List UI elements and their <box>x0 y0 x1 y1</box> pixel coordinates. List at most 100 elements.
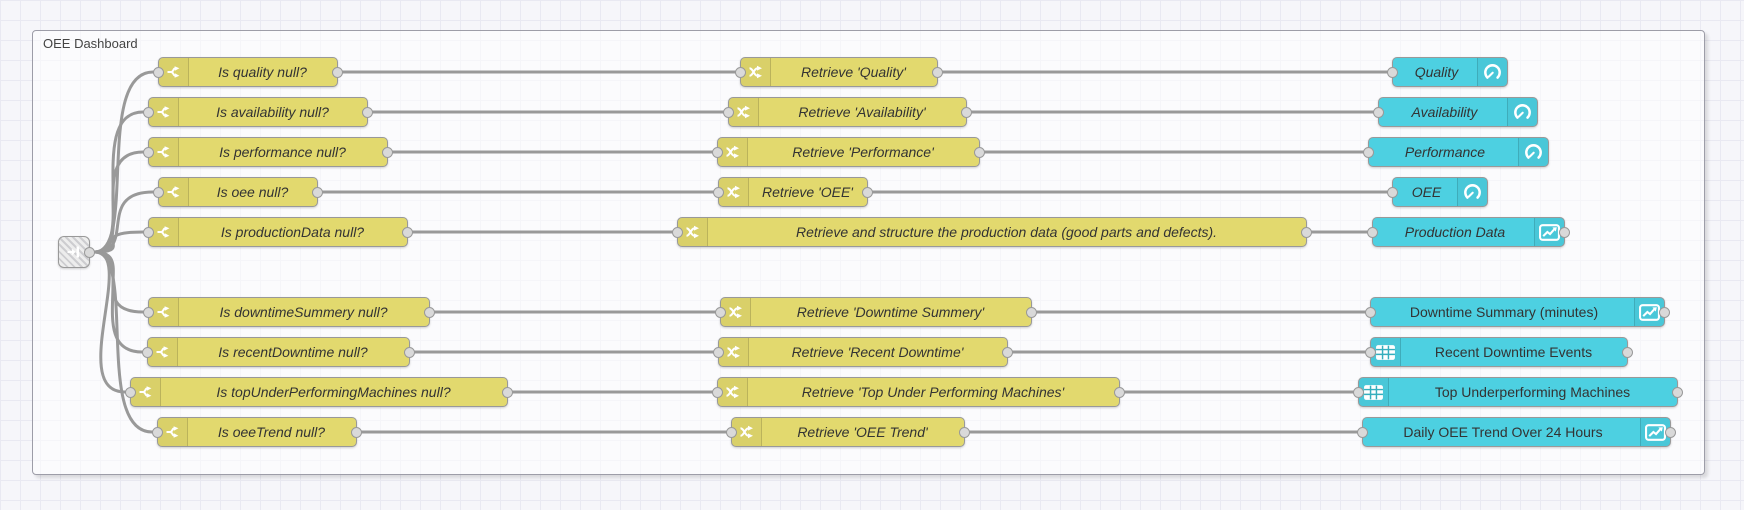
node-input-port[interactable] <box>1363 147 1374 158</box>
node-is-availability[interactable]: Is availability null? <box>143 97 373 127</box>
node-output-port[interactable] <box>961 107 972 118</box>
gauge-icon <box>1477 58 1507 86</box>
switch-icon <box>159 178 189 206</box>
node-output-port[interactable] <box>1665 427 1676 438</box>
node-input-port[interactable] <box>715 307 726 318</box>
node-output-port[interactable] <box>932 67 943 78</box>
node-input-port[interactable] <box>143 307 154 318</box>
node-retrieve-oeetrend[interactable]: Retrieve 'OEE Trend' <box>726 417 970 447</box>
wire[interactable] <box>93 230 145 254</box>
node-output-port[interactable] <box>84 247 95 258</box>
node-gauge-oee[interactable]: OEE <box>1387 177 1488 207</box>
node-output-port[interactable] <box>1026 307 1037 318</box>
wire[interactable] <box>93 250 154 434</box>
node-output-port[interactable] <box>1301 227 1312 238</box>
node-retrieve-topmachines[interactable]: Retrieve 'Top Under Performing Machines' <box>712 377 1125 407</box>
node-retrieve-downtimesummery[interactable]: Retrieve 'Downtime Summery' <box>715 297 1037 327</box>
node-input-port[interactable] <box>143 107 154 118</box>
node-input-port[interactable] <box>153 187 164 198</box>
node-output-port[interactable] <box>959 427 970 438</box>
shuffle-icon <box>719 178 749 206</box>
node-retrieve-quality[interactable]: Retrieve 'Quality' <box>735 57 943 87</box>
node-retrieve-recentdowntime[interactable]: Retrieve 'Recent Downtime' <box>713 337 1013 367</box>
node-retrieve-productiondata[interactable]: Retrieve and structure the production da… <box>672 217 1312 247</box>
wire[interactable] <box>93 150 145 254</box>
wire[interactable] <box>93 250 145 314</box>
node-input-port[interactable] <box>713 347 724 358</box>
node-gauge-availability[interactable]: Availability <box>1373 97 1538 127</box>
node-output-port[interactable] <box>1622 347 1633 358</box>
node-output-port[interactable] <box>1114 387 1125 398</box>
node-input-port[interactable] <box>735 67 746 78</box>
table-icon <box>1359 378 1389 406</box>
node-label: Performance <box>1404 144 1486 160</box>
node-input-port[interactable] <box>1373 107 1384 118</box>
node-is-recentdowntime[interactable]: Is recentDowntime null? <box>142 337 415 367</box>
node-input-port[interactable] <box>672 227 683 238</box>
node-output-port[interactable] <box>424 307 435 318</box>
node-table-recent-downtime[interactable]: Recent Downtime Events <box>1365 337 1633 367</box>
node-is-oeetrend[interactable]: Is oeeTrend null? <box>152 417 362 447</box>
node-retrieve-oee[interactable]: Retrieve 'OEE' <box>713 177 873 207</box>
node-input-port[interactable] <box>726 427 737 438</box>
node-label: Quality <box>1414 64 1459 80</box>
wire[interactable] <box>93 70 155 254</box>
node-retrieve-availability[interactable]: Retrieve 'Availability' <box>723 97 972 127</box>
node-is-oee[interactable]: Is oee null? <box>153 177 323 207</box>
node-output-port[interactable] <box>312 187 323 198</box>
node-output-port[interactable] <box>1559 227 1570 238</box>
node-output-port[interactable] <box>1672 387 1683 398</box>
node-label: Top Underperforming Machines <box>1434 384 1631 400</box>
node-output-port[interactable] <box>1659 307 1670 318</box>
node-input-port[interactable] <box>143 227 154 238</box>
node-output-port[interactable] <box>862 187 873 198</box>
node-input-port[interactable] <box>712 147 723 158</box>
node-output-port[interactable] <box>362 107 373 118</box>
node-retrieve-performance[interactable]: Retrieve 'Performance' <box>712 137 985 167</box>
node-input-port[interactable] <box>713 187 724 198</box>
node-label: Retrieve 'Top Under Performing Machines' <box>801 384 1065 400</box>
node-chart-oee-trend[interactable]: Daily OEE Trend Over 24 Hours <box>1357 417 1676 447</box>
node-table-top-underperforming[interactable]: Top Underperforming Machines <box>1353 377 1683 407</box>
node-is-topunderperformingmachines[interactable]: Is topUnderPerformingMachines null? <box>125 377 513 407</box>
node-gauge-quality[interactable]: Quality <box>1387 57 1508 87</box>
node-is-productiondata[interactable]: Is productionData null? <box>143 217 413 247</box>
node-input-port[interactable] <box>143 147 154 158</box>
node-output-port[interactable] <box>502 387 513 398</box>
node-input-port[interactable] <box>1387 187 1398 198</box>
node-input-port[interactable] <box>723 107 734 118</box>
node-output-port[interactable] <box>974 147 985 158</box>
node-output-port[interactable] <box>332 67 343 78</box>
node-link-in-1[interactable] <box>58 236 95 268</box>
node-input-port[interactable] <box>1365 307 1376 318</box>
node-input-port[interactable] <box>1357 427 1368 438</box>
node-label: Is recentDowntime null? <box>218 344 368 360</box>
node-input-port[interactable] <box>142 347 153 358</box>
node-input-port[interactable] <box>125 387 136 398</box>
wire[interactable] <box>93 190 155 254</box>
node-chart-production-data[interactable]: Production Data <box>1367 217 1570 247</box>
node-output-port[interactable] <box>404 347 415 358</box>
node-label: Retrieve 'Downtime Summery' <box>796 304 985 320</box>
node-is-performance[interactable]: Is performance null? <box>143 137 393 167</box>
node-input-port[interactable] <box>153 67 164 78</box>
shuffle-icon <box>721 298 751 326</box>
node-output-port[interactable] <box>1002 347 1013 358</box>
node-is-quality[interactable]: Is quality null? <box>153 57 343 87</box>
node-gauge-performance[interactable]: Performance <box>1363 137 1549 167</box>
node-is-downtimesummery[interactable]: Is downtimeSummery null? <box>143 297 435 327</box>
gauge-icon <box>1507 98 1537 126</box>
node-input-port[interactable] <box>1365 347 1376 358</box>
node-output-port[interactable] <box>382 147 393 158</box>
node-input-port[interactable] <box>1353 387 1364 398</box>
node-output-port[interactable] <box>402 227 413 238</box>
switch-icon <box>149 298 179 326</box>
node-input-port[interactable] <box>1367 227 1378 238</box>
node-input-port[interactable] <box>1387 67 1398 78</box>
node-output-port[interactable] <box>351 427 362 438</box>
node-chart-downtime-summary[interactable]: Downtime Summary (minutes) <box>1365 297 1670 327</box>
node-input-port[interactable] <box>712 387 723 398</box>
node-input-port[interactable] <box>152 427 163 438</box>
